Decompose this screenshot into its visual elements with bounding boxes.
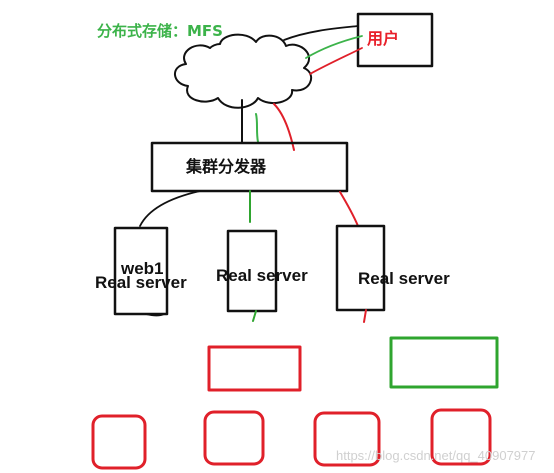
server-web1-name: web1	[120, 259, 164, 278]
user-cloud-link-red	[309, 47, 363, 75]
server-2-role: Real server	[216, 266, 308, 285]
cloud-dispatcher-link-red	[273, 103, 295, 151]
storage-node-1	[91, 414, 147, 470]
storage-node-3	[313, 411, 381, 467]
dispatcher-web1-link	[139, 190, 201, 227]
server-box-3	[335, 224, 386, 312]
cloud-dispatcher-link-green	[255, 113, 259, 143]
user-label: 用户	[367, 29, 399, 48]
storage-box-green	[389, 336, 499, 389]
dispatcher-server3-link	[339, 191, 359, 227]
user-cloud-link-green	[305, 35, 363, 59]
diagram-title: 分布式存储：MFS	[97, 22, 223, 40]
user-box	[356, 12, 434, 68]
watermark-url: https://blog.csdn.net/qq_40907977	[336, 448, 536, 463]
server-3-storage-link	[363, 309, 367, 323]
storage-node-4	[430, 408, 492, 466]
storage-node-2	[203, 410, 265, 466]
server-web1-role: Real server	[95, 273, 187, 292]
server-3-role: Real server	[358, 269, 450, 288]
storage-box-red	[207, 345, 302, 392]
user-cloud-link-black	[283, 25, 359, 41]
server-box-2	[226, 229, 278, 313]
server-web1-tail	[145, 313, 165, 317]
network-cloud	[174, 33, 313, 109]
server-box-web1	[113, 226, 169, 316]
server-2-storage-link	[252, 310, 257, 322]
dispatcher-label: 集群分发器	[185, 157, 267, 176]
